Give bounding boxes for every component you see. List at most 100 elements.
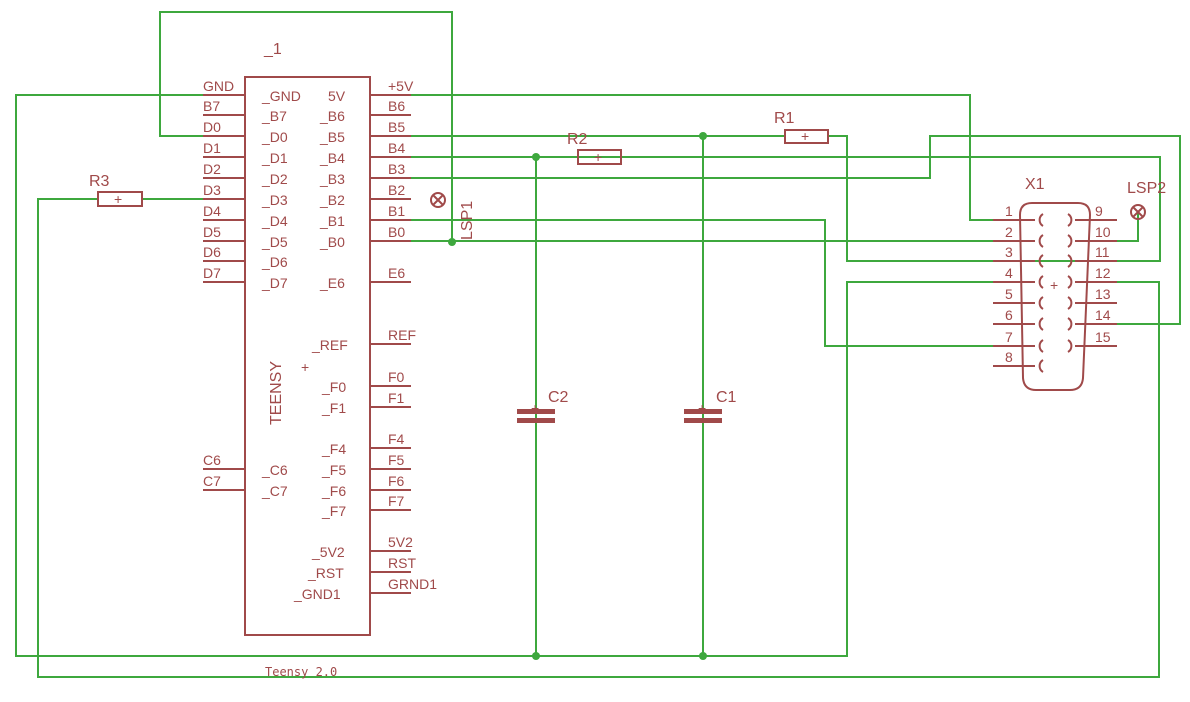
teensy-pin-int-label: _B3: [319, 171, 345, 187]
teensy-pin-ext-label: GRND1: [388, 576, 437, 592]
x1-pin-number: 10: [1095, 224, 1111, 240]
teensy-pin-int-label: _B2: [319, 192, 345, 208]
teensy-pin-ext-label: C7: [203, 473, 221, 489]
lsp1-label: LSP1: [459, 201, 476, 240]
x1-pin-number: 15: [1095, 329, 1111, 345]
teensy-pin-int-label: _F5: [321, 462, 346, 478]
teensy-pin-ext-label: B7: [203, 98, 220, 114]
capacitor-c1[interactable]: + C1: [684, 389, 737, 423]
x1-pin-number: 2: [1005, 224, 1013, 240]
r2-origin-mark: +: [594, 149, 602, 165]
junction-dot: [699, 132, 707, 140]
teensy-pin-ext-label: D1: [203, 140, 221, 156]
junctions: [448, 132, 707, 660]
teensy-pin-int-label: _5V2: [311, 544, 345, 560]
x1-pin-number: 3: [1005, 244, 1013, 260]
teensy-pin-int-label: _D5: [261, 234, 288, 250]
teensy-pin-ext-label: F0: [388, 369, 405, 385]
teensy-pin-int-label: _B1: [319, 213, 345, 229]
x1-label: X1: [1025, 176, 1045, 193]
teensy-pin-ext-label: B0: [388, 224, 405, 240]
x1-contact: [1038, 254, 1044, 268]
c2-plate-bottom: [517, 418, 555, 423]
teensy-pin-int-label: _D1: [261, 150, 288, 166]
r3-label: R3: [89, 173, 110, 190]
teensy-pin-int-label: _F1: [321, 400, 346, 416]
x1-contact: [1038, 296, 1044, 310]
resistor-r3[interactable]: + R3: [89, 173, 143, 207]
teensy-pin-int-label: _B4: [319, 150, 345, 166]
x1-pin-number: 7: [1005, 329, 1013, 345]
teensy-pin-ext-label: GND: [203, 78, 234, 94]
lsp2-pad-icon: [1130, 204, 1146, 220]
resistor-r2[interactable]: + R2: [567, 131, 622, 165]
teensy-pin-ext-label: D3: [203, 182, 221, 198]
junction-dot: [448, 238, 456, 246]
teensy-pin-int-label: _B5: [319, 129, 345, 145]
wire-r1-x1-3: [370, 135, 1161, 262]
teensy-pin-int-label: _D4: [261, 213, 288, 229]
teensy-pin-int-label: _B0: [319, 234, 345, 250]
r1-body: [784, 129, 829, 144]
x1-contact: [1038, 317, 1044, 331]
x1-pin-number: 1: [1005, 203, 1013, 219]
junction-dot: [532, 652, 540, 660]
teensy-pin-int-label: 5V: [328, 88, 346, 104]
board-title: Teensy 2.0: [265, 665, 337, 679]
c2-label: C2: [548, 389, 569, 406]
c1-origin-mark: +: [698, 400, 706, 416]
teensy-pin-ext-label: D2: [203, 161, 221, 177]
teensy-pin-ext-label: F5: [388, 452, 405, 468]
teensy-pin-int-label: _D6: [261, 254, 288, 270]
teensy-pin-int-label: _REF: [311, 337, 348, 353]
teensy-value: TEENSY: [268, 361, 285, 425]
x1-pin-number: 6: [1005, 307, 1013, 323]
teensy-pins: GND_GNDB7_B7D0_D0D1_D1D2_D2D3_D3D4_D4D5_…: [203, 78, 437, 602]
teensy-pin-int-label: _GND1: [293, 586, 341, 602]
wire-d0-b2: [159, 11, 453, 242]
teensy-pin-int-label: _D2: [261, 171, 288, 187]
x1-contact: [1067, 254, 1073, 268]
x1-pin-number: 11: [1095, 244, 1110, 260]
r3-origin-mark: +: [114, 191, 122, 207]
teensy-chip[interactable]: _1 TEENSY + GND_GNDB7_B7D0_D0D1_D1D2_D2D…: [203, 41, 437, 636]
r1-origin-mark: +: [801, 128, 809, 144]
r3-body: [97, 191, 143, 207]
resistor-r1[interactable]: + R1: [774, 110, 829, 144]
teensy-pin-ext-label: B6: [388, 98, 405, 114]
x1-contact: [1067, 296, 1073, 310]
teensy-pin-int-label: _B7: [261, 108, 287, 124]
lsp1-pad-icon: [430, 192, 446, 208]
x1-origin-mark: +: [1050, 277, 1058, 293]
teensy-pin-ext-label: B3: [388, 161, 405, 177]
wire-r3-x1-12: [37, 198, 1160, 678]
junction-dot: [699, 652, 707, 660]
x1-contact: [1038, 359, 1044, 373]
c2-origin-mark: +: [531, 400, 539, 416]
x1-contact: [1038, 234, 1044, 248]
teensy-pin-int-label: _F0: [321, 379, 346, 395]
x1-pin-number: 5: [1005, 286, 1013, 302]
x1-contact: [1067, 213, 1073, 227]
capacitor-c2[interactable]: + C2: [517, 389, 569, 423]
pad-lsp2[interactable]: LSP2: [1127, 180, 1166, 220]
pad-lsp1[interactable]: LSP1: [430, 192, 476, 240]
r2-body: [577, 149, 622, 165]
r1-label: R1: [774, 110, 795, 127]
teensy-pin-ext-label: RST: [388, 555, 416, 571]
teensy-pin-ext-label: C6: [203, 452, 221, 468]
teensy-pin-int-label: _GND: [261, 88, 301, 104]
teensy-pin-ext-label: REF: [388, 327, 416, 343]
teensy-pin-ext-label: B5: [388, 119, 405, 135]
teensy-pin-ext-label: B1: [388, 203, 405, 219]
wire-b1-x1-7: [370, 219, 1015, 347]
teensy-pin-ext-label: E6: [388, 265, 405, 281]
teensy-pin-int-label: _B6: [319, 108, 345, 124]
teensy-pin-int-label: _F6: [321, 483, 346, 499]
x1-contact: [1067, 234, 1073, 248]
teensy-name: _1: [263, 41, 282, 58]
teensy-pin-ext-label: B2: [388, 182, 405, 198]
lsp2-label: LSP2: [1127, 180, 1166, 197]
